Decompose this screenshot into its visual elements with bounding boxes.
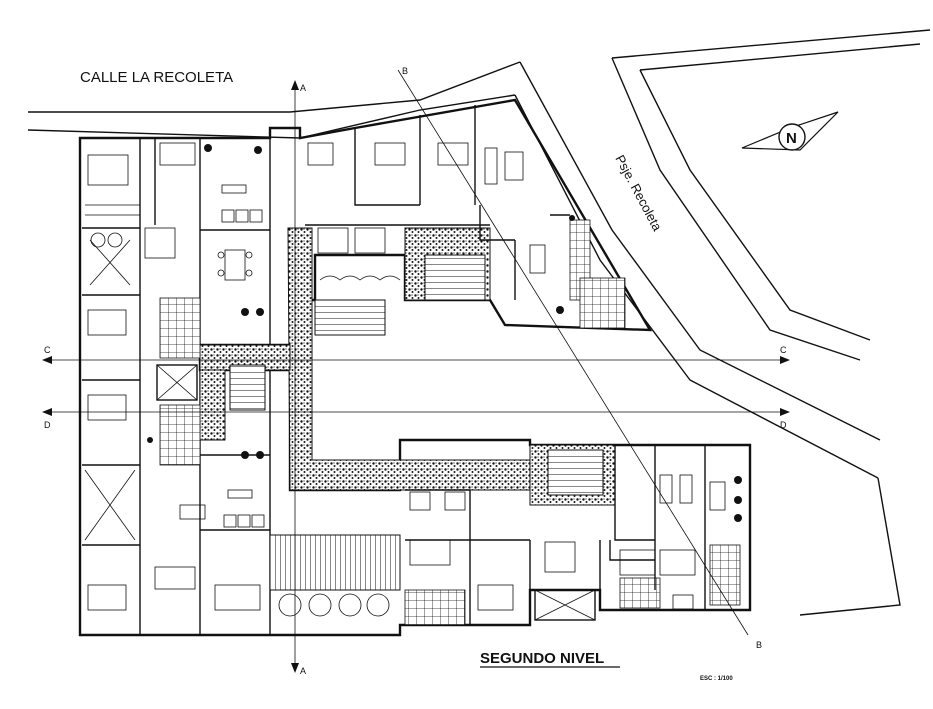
dining-tables xyxy=(179,151,726,520)
section-marker-a-top: A xyxy=(300,83,306,93)
right-upper-block-walls xyxy=(305,105,570,300)
light-wells xyxy=(84,239,136,541)
section-marker-d-right: D xyxy=(780,420,787,430)
section-marker-b-bottom: B xyxy=(756,640,762,650)
section-lines xyxy=(42,69,790,673)
section-marker-a-bottom: A xyxy=(300,666,306,676)
plants xyxy=(90,144,742,617)
section-marker-c-left: C xyxy=(44,345,51,355)
section-marker-d-left: D xyxy=(44,420,51,430)
tiled-areas xyxy=(159,219,741,626)
north-label: N xyxy=(786,130,797,147)
right-lower-block-walls xyxy=(405,445,706,625)
stairs xyxy=(229,254,604,591)
section-marker-b-top: B xyxy=(402,66,408,76)
scale-label: ESC : 1/100 xyxy=(700,676,733,682)
street-label: CALLE LA RECOLETA xyxy=(80,69,233,86)
section-marker-labels: A A B B C C D D xyxy=(44,66,787,676)
bath-fixtures xyxy=(144,142,694,610)
section-marker-c-right: C xyxy=(780,345,787,355)
building-outline xyxy=(78,98,752,637)
north-arrow-icon: N xyxy=(741,111,839,151)
elevator-shafts xyxy=(156,364,596,621)
level-title: SEGUNDO NIVEL xyxy=(480,650,604,667)
beds xyxy=(87,142,696,611)
